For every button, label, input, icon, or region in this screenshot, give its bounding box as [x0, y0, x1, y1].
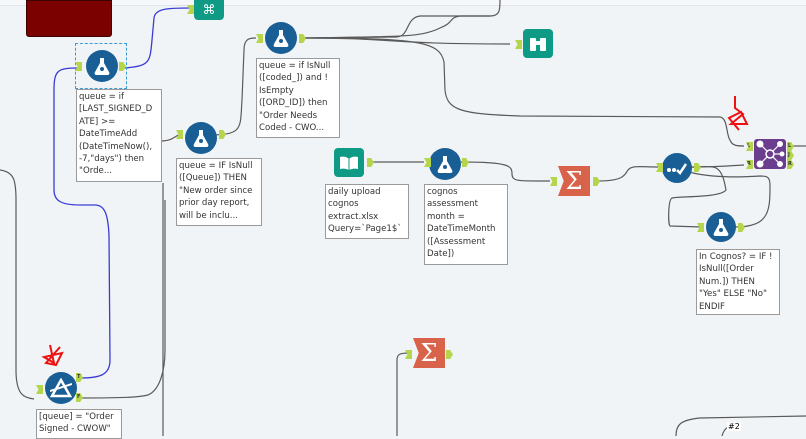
- input-tool-cognos[interactable]: [334, 148, 364, 177]
- formula-3-output-anchor[interactable]: [299, 34, 306, 43]
- book-icon: [340, 156, 358, 170]
- filter-icon: [50, 378, 72, 398]
- formula-in-cognos-input-anchor[interactable]: [697, 223, 704, 232]
- formula-tool-cognos-month[interactable]: [429, 148, 461, 180]
- flask-icon: [193, 130, 209, 147]
- select-tool[interactable]: [662, 153, 692, 183]
- sigma-icon: Σ: [420, 339, 438, 367]
- join-output-L-anchor[interactable]: L: [787, 142, 794, 151]
- error-scribble-icon: [41, 344, 64, 367]
- binoculars-icon: ⌘: [202, 2, 216, 18]
- selection-outline: [75, 43, 127, 89]
- summarize-1-output-anchor[interactable]: [593, 177, 600, 186]
- summarize-2-output-anchor[interactable]: [446, 350, 453, 359]
- annotation-formula-cognos-month: cognos assessment month = DateTimeMonth …: [424, 184, 508, 265]
- join-output-J-anchor[interactable]: J: [787, 151, 794, 160]
- formula-tool-last-signed[interactable]: [86, 50, 118, 82]
- filter-output-T-anchor[interactable]: T: [76, 373, 83, 382]
- formula-in-cognos-output-anchor[interactable]: [738, 223, 745, 232]
- browse-tool-1[interactable]: ⌘: [194, 0, 224, 20]
- formula-1-output-anchor[interactable]: [119, 62, 126, 71]
- input-cognos-output-anchor[interactable]: [367, 158, 374, 167]
- summarize-1-input-anchor[interactable]: [550, 177, 557, 186]
- filter-input-anchor[interactable]: [36, 385, 43, 394]
- join-tool[interactable]: [754, 139, 786, 169]
- flask-icon: [713, 219, 729, 236]
- annotation-input-cognos: daily upload cognos extract.xlsx Query=`…: [325, 184, 409, 239]
- formula-cognos-month-input-anchor[interactable]: [424, 158, 431, 167]
- canvas-top-edge: [0, 0, 806, 6]
- formula-2-output-anchor[interactable]: [219, 130, 226, 139]
- join-input-L-anchor[interactable]: L: [746, 142, 753, 151]
- browse-tool-2[interactable]: [523, 29, 553, 58]
- formula-1-input-anchor[interactable]: [75, 62, 82, 71]
- summarize-2-input-anchor[interactable]: [405, 350, 412, 359]
- checkmark-icon: [667, 163, 688, 175]
- join-output-R-anchor[interactable]: R: [787, 160, 794, 169]
- browse-1-input-anchor[interactable]: [187, 5, 194, 14]
- annotation-filter: [queue] = "Order Signed - CWOW": [36, 409, 122, 439]
- summarize-tool-1[interactable]: Σ: [558, 166, 590, 196]
- flask-icon: [273, 30, 289, 47]
- formula-3-input-anchor[interactable]: [256, 34, 263, 43]
- error-scribble-icon: [727, 96, 749, 131]
- annotation-formula-isnull-queue: queue = IF IsNull ([Queue]) THEN "New or…: [176, 158, 262, 226]
- annotation-formula-last-signed: queue = if [LAST_SIGNED_D ATE] >= DateTi…: [76, 89, 162, 182]
- select-output-anchor[interactable]: [694, 163, 701, 172]
- annotation-formula-coded: queue = if IsNull ([coded_]) and ! IsEmp…: [256, 58, 340, 138]
- filter-output-F-anchor[interactable]: F: [76, 393, 83, 402]
- binoculars-icon: [530, 37, 546, 51]
- formula-tool-coded[interactable]: [265, 22, 297, 54]
- formula-2-input-anchor[interactable]: [176, 130, 183, 139]
- formula-cognos-month-output-anchor[interactable]: [462, 158, 469, 167]
- sigma-icon: Σ: [565, 167, 583, 195]
- join-input-R-anchor[interactable]: R: [746, 160, 753, 169]
- join-icon: [756, 140, 785, 168]
- annotation-formula-in-cognos: In Cognos? = IF ! IsNull([Order Num.]) T…: [696, 249, 780, 315]
- flask-icon: [94, 58, 110, 75]
- filter-tool[interactable]: [45, 372, 77, 404]
- select-input-anchor[interactable]: [656, 163, 663, 172]
- browse-2-input-anchor[interactable]: [515, 40, 522, 49]
- wire-tag-label: #2: [727, 422, 741, 431]
- flask-icon: [437, 156, 453, 173]
- container-box[interactable]: [26, 0, 112, 37]
- formula-tool-in-cognos[interactable]: [706, 212, 736, 242]
- summarize-tool-2[interactable]: Σ: [413, 338, 445, 368]
- formula-tool-isnull-queue[interactable]: [185, 122, 217, 154]
